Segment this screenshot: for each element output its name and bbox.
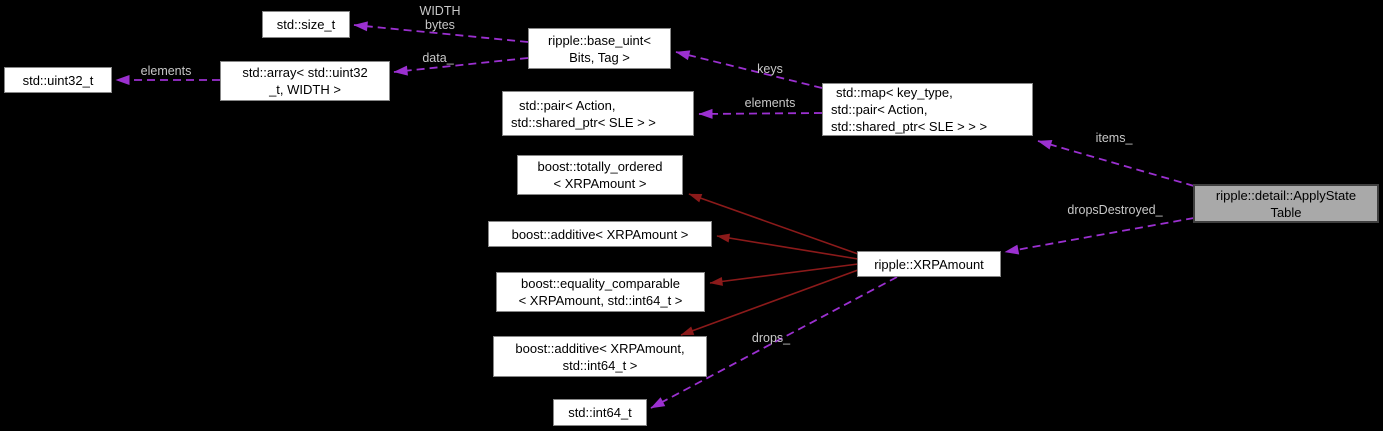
node-boost-equality-comparable[interactable]: boost::equality_comparable < XRPAmount, … — [496, 272, 705, 312]
edge-applystatetable-to-map — [1037, 139, 1195, 187]
node-label: ripple::base_uint< Bits, Tag > — [548, 32, 651, 65]
edge-map-to-baseuint — [675, 50, 823, 89]
node-ripple-detail-applystatetable: ripple::detail::ApplyState Table — [1193, 184, 1379, 223]
edge-xrpamount-to-additive1 — [716, 233, 859, 260]
node-std-size-t[interactable]: std::size_t — [262, 11, 350, 38]
edge-xrpamount-to-additive2 — [680, 269, 859, 336]
node-label: ripple::detail::ApplyState Table — [1215, 187, 1357, 220]
node-boost-additive-xrpamount-int64[interactable]: boost::additive< XRPAmount, std::int64_t… — [493, 336, 707, 377]
node-label: boost::additive< XRPAmount, std::int64_t… — [515, 340, 685, 373]
node-label: std::int64_t — [568, 405, 632, 420]
edge-xrpamount-to-equalitycomparable — [709, 263, 859, 286]
node-std-int64-t[interactable]: std::int64_t — [553, 399, 647, 426]
node-std-array[interactable]: std::array< std::uint32 _t, WIDTH > — [220, 61, 390, 101]
node-label: std::array< std::uint32 _t, WIDTH > — [242, 65, 368, 97]
node-label: boost::equality_comparable < XRPAmount, … — [518, 276, 683, 308]
node-boost-additive-xrpamount[interactable]: boost::additive< XRPAmount > — [488, 221, 712, 247]
node-label: boost::totally_ordered < XRPAmount > — [537, 159, 663, 191]
node-label: std::size_t — [276, 17, 336, 32]
node-std-map[interactable]: std::map< key_type, std::pair< Action, s… — [822, 83, 1033, 136]
node-label: std::map< key_type, std::pair< Action, s… — [831, 85, 988, 134]
node-label: boost::additive< XRPAmount > — [511, 226, 689, 242]
node-std-uint32-t[interactable]: std::uint32_t — [4, 67, 112, 93]
edge-xrpamount-to-int64 — [650, 276, 898, 409]
edge-baseuint-to-sizet — [353, 21, 529, 43]
node-boost-totally-ordered[interactable]: boost::totally_ordered < XRPAmount > — [517, 155, 683, 195]
edge-applystatetable-to-xrpamount — [1004, 217, 1195, 255]
node-label: ripple::XRPAmount — [874, 256, 984, 272]
node-std-pair[interactable]: std::pair< Action, std::shared_ptr< SLE … — [502, 91, 694, 136]
edge-xrpamount-to-totallyordered — [688, 193, 859, 255]
edge-baseuint-to-array — [393, 57, 529, 76]
node-ripple-base-uint[interactable]: ripple::base_uint< Bits, Tag > — [528, 28, 671, 69]
edge-map-to-pair — [698, 108, 823, 119]
node-label: std::uint32_t — [22, 72, 94, 88]
node-ripple-xrpamount[interactable]: ripple::XRPAmount — [857, 251, 1001, 277]
node-label: std::pair< Action, std::shared_ptr< SLE … — [511, 97, 656, 130]
